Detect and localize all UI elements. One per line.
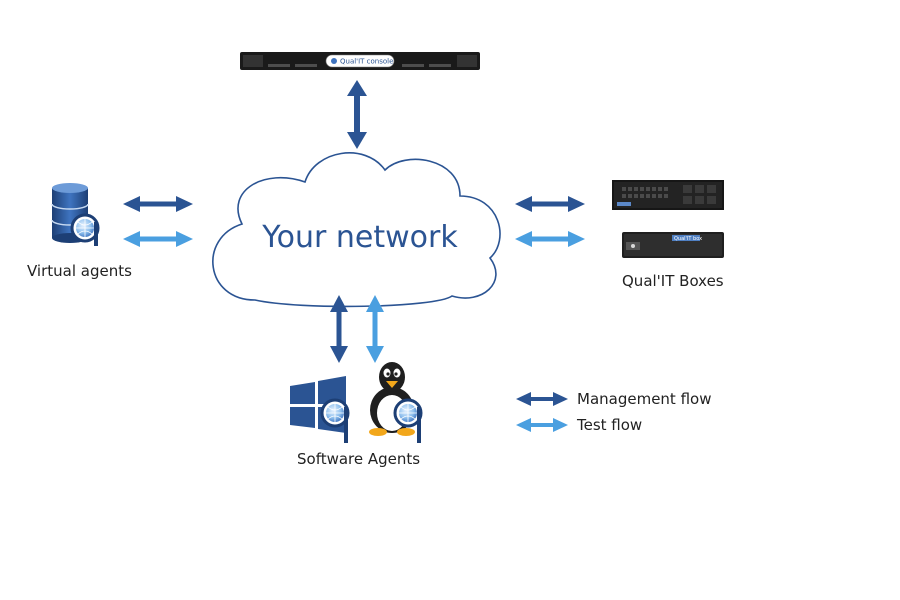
qualit-q-logo-icon — [393, 398, 423, 443]
boxes-test-arrow — [515, 231, 585, 247]
controller-rack: Qual'IT console — [240, 52, 480, 70]
controller-management-arrow — [347, 80, 367, 149]
qualit-box-compact-icon: Qual'IT box — [622, 232, 724, 258]
controller-brand-text: Qual'IT console — [340, 58, 393, 66]
software-agents-management-arrow — [330, 295, 348, 363]
virtual-agents-management-arrow — [123, 196, 193, 212]
qualit-box-brand-text: Qual'IT box — [674, 236, 702, 242]
boxes-management-arrow — [515, 196, 585, 212]
legend-management-arrow — [516, 392, 568, 406]
software-agents-test-arrow — [366, 295, 384, 363]
cloud-label: Your network — [262, 220, 458, 255]
network-cloud — [212, 152, 501, 308]
legend-test-label: Test flow — [577, 416, 643, 434]
qualit-q-logo-icon — [70, 213, 100, 246]
software-agents-label: Software Agents — [297, 450, 421, 468]
qualit-q-logo-icon — [320, 398, 350, 443]
qualit-boxes-label: Qual'IT Boxes — [622, 272, 724, 290]
virtual-agents-label: Virtual agents — [27, 262, 132, 280]
virtual-agents-test-arrow — [123, 231, 193, 247]
legend-test-arrow — [516, 418, 568, 432]
qualit-box-rack-icon — [612, 180, 724, 210]
legend-management-label: Management flow — [577, 390, 712, 408]
